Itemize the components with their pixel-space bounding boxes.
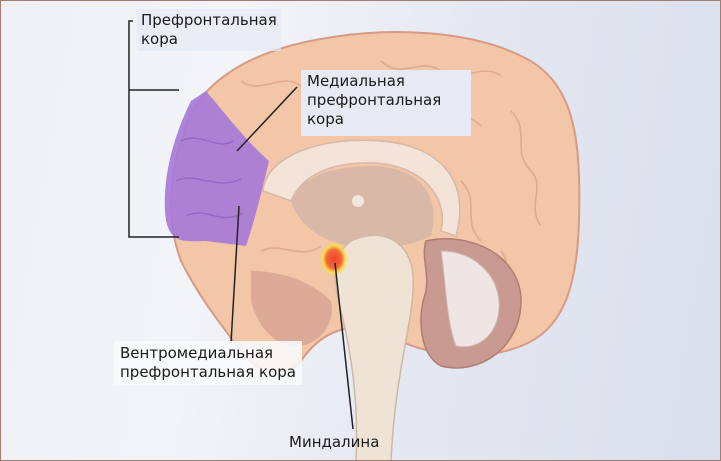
brainstem (334, 234, 414, 460)
label-line: Миндалина (289, 433, 380, 451)
label-line: префронтальная кора (120, 363, 296, 381)
label-ventromedial-prefrontal-cortex: Вентромедиальная префронтальная кора (114, 341, 302, 385)
arbor-vitae (440, 250, 500, 348)
label-line: префронтальная (307, 91, 442, 109)
label-amygdala: Миндалина (285, 431, 383, 454)
label-line: Вентромедиальная (120, 344, 274, 362)
label-medial-prefrontal-cortex: Медиальная префронтальная кора (301, 70, 471, 136)
label-line: Префронтальная (141, 11, 277, 29)
label-prefrontal-cortex: Префронтальная кора (137, 9, 281, 51)
label-line: Медиальная (307, 72, 405, 90)
label-line: кора (141, 30, 178, 48)
corpus-callosum (262, 139, 461, 237)
amygdala (320, 242, 348, 276)
label-line: кора (307, 110, 344, 128)
bracket-line (128, 20, 179, 238)
prefrontal-highlight (164, 91, 269, 246)
